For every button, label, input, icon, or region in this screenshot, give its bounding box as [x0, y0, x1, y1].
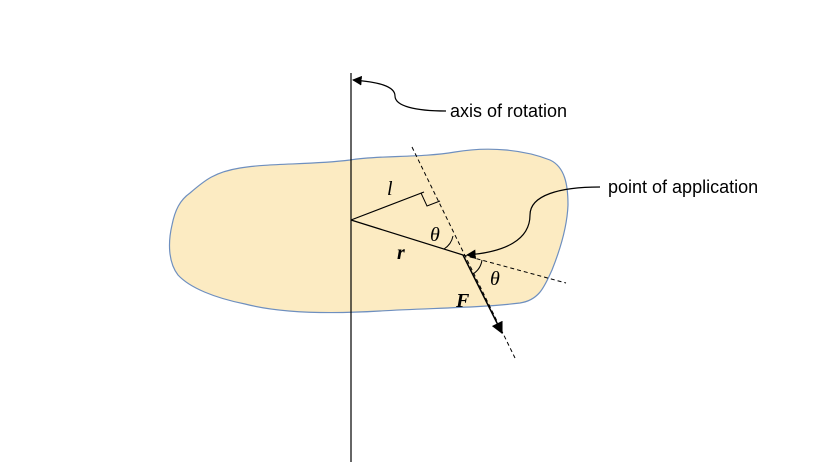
force-vector-F [462, 254, 503, 335]
rigid-body [168, 148, 569, 314]
r-extension [462, 254, 567, 284]
r-label: r [397, 242, 405, 264]
theta-arc-2 [472, 259, 483, 275]
axis-leader-arrow [352, 75, 447, 112]
axis-of-rotation-label: axis of rotation [450, 101, 567, 121]
lever-arm-line [350, 191, 425, 221]
F-label: F [455, 290, 470, 312]
point-of-application-label: point of application [608, 177, 758, 197]
theta-label-2: θ [490, 268, 500, 290]
theta-arc-1 [443, 235, 454, 250]
point-leader-arrow [466, 186, 601, 260]
theta-label-1: θ [430, 224, 440, 246]
lever-arm-label: l [387, 178, 393, 200]
right-angle-marker [420, 192, 441, 207]
